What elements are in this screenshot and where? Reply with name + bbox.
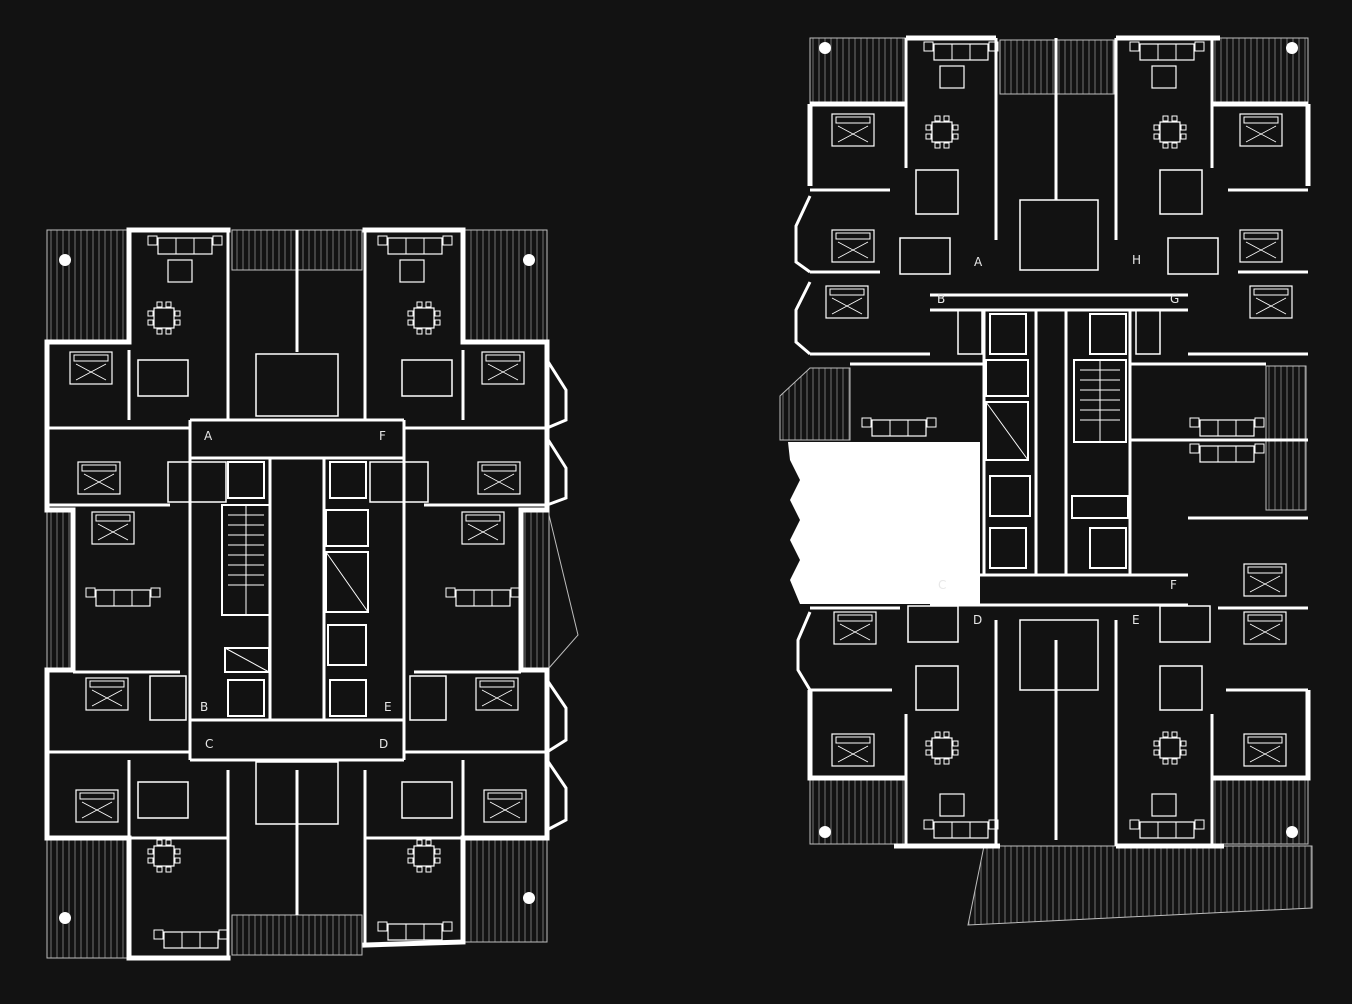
- sofa-icon: [445, 587, 521, 607]
- bed-icon: [77, 461, 121, 495]
- column-icon: [59, 254, 71, 266]
- balcony: [462, 837, 548, 943]
- stair: [221, 504, 271, 616]
- bed-icon: [477, 461, 521, 495]
- column-icon: [59, 912, 71, 924]
- bed-icon: [69, 351, 113, 385]
- balcony: [520, 509, 550, 671]
- column-icon: [819, 826, 831, 838]
- dining-table-icon: [147, 301, 181, 335]
- dining-table-icon: [1153, 115, 1187, 149]
- balcony: [46, 509, 74, 671]
- sofa-icon: [923, 41, 999, 61]
- dining-table-icon: [147, 839, 181, 873]
- unit-label: C: [205, 737, 213, 751]
- unit-label: A: [974, 255, 983, 269]
- bed-icon: [461, 511, 505, 545]
- bed-icon: [1249, 285, 1293, 319]
- sofa-icon: [1129, 41, 1205, 61]
- dining-table-icon: [925, 731, 959, 765]
- balcony: [231, 914, 363, 956]
- bed-icon: [831, 113, 875, 147]
- sofa-icon: [1189, 443, 1265, 463]
- light-well-void: [788, 442, 980, 604]
- sofa-icon: [377, 921, 453, 941]
- sofa-icon: [147, 235, 223, 255]
- bed-icon: [85, 677, 129, 711]
- right-floor-plan: A H B G C F D E: [779, 35, 1313, 926]
- sofa-icon: [1189, 417, 1265, 437]
- dining-table-icon: [1153, 731, 1187, 765]
- unit-label: F: [1170, 578, 1177, 592]
- dining-table-icon: [925, 115, 959, 149]
- sofa-icon: [377, 235, 453, 255]
- column-icon: [523, 254, 535, 266]
- unit-label: E: [1132, 613, 1140, 627]
- balcony: [1265, 365, 1307, 511]
- column-icon: [1286, 42, 1298, 54]
- bed-icon: [1243, 563, 1287, 597]
- bed-icon: [831, 733, 875, 767]
- bed-icon: [1243, 733, 1287, 767]
- stair: [1073, 359, 1127, 443]
- column-icon: [1286, 826, 1298, 838]
- column-icon: [819, 42, 831, 54]
- unit-label: F: [379, 429, 386, 443]
- balcony: [462, 229, 548, 343]
- sofa-icon: [861, 417, 937, 437]
- unit-label: D: [379, 737, 388, 751]
- bed-icon: [75, 789, 119, 823]
- bed-icon: [833, 611, 877, 645]
- sofa-icon: [923, 819, 999, 839]
- dining-table-icon: [407, 301, 441, 335]
- unit-label: D: [973, 613, 982, 627]
- balcony: [46, 229, 130, 343]
- unit-label: C: [938, 578, 946, 592]
- unit-label: A: [204, 429, 213, 443]
- sofa-icon: [153, 929, 229, 949]
- bed-icon: [1239, 113, 1283, 147]
- bed-icon: [481, 351, 525, 385]
- bed-icon: [825, 285, 869, 319]
- unit-label: G: [1170, 292, 1179, 306]
- sofa-icon: [1129, 819, 1205, 839]
- sofa-icon: [85, 587, 161, 607]
- unit-label: B: [937, 292, 945, 306]
- dining-table-icon: [407, 839, 441, 873]
- left-floor-plan: A F B E C D: [44, 227, 579, 961]
- bed-icon: [1243, 611, 1287, 645]
- bed-icon: [831, 229, 875, 263]
- unit-label: B: [200, 700, 208, 714]
- bed-icon: [483, 789, 527, 823]
- unit-label: E: [384, 700, 392, 714]
- bed-icon: [91, 511, 135, 545]
- balcony: [46, 837, 130, 959]
- unit-label: H: [1132, 253, 1141, 267]
- terrace: [967, 845, 1313, 926]
- balcony: [779, 367, 851, 441]
- bed-icon: [1239, 229, 1283, 263]
- bed-icon: [475, 677, 519, 711]
- column-icon: [523, 892, 535, 904]
